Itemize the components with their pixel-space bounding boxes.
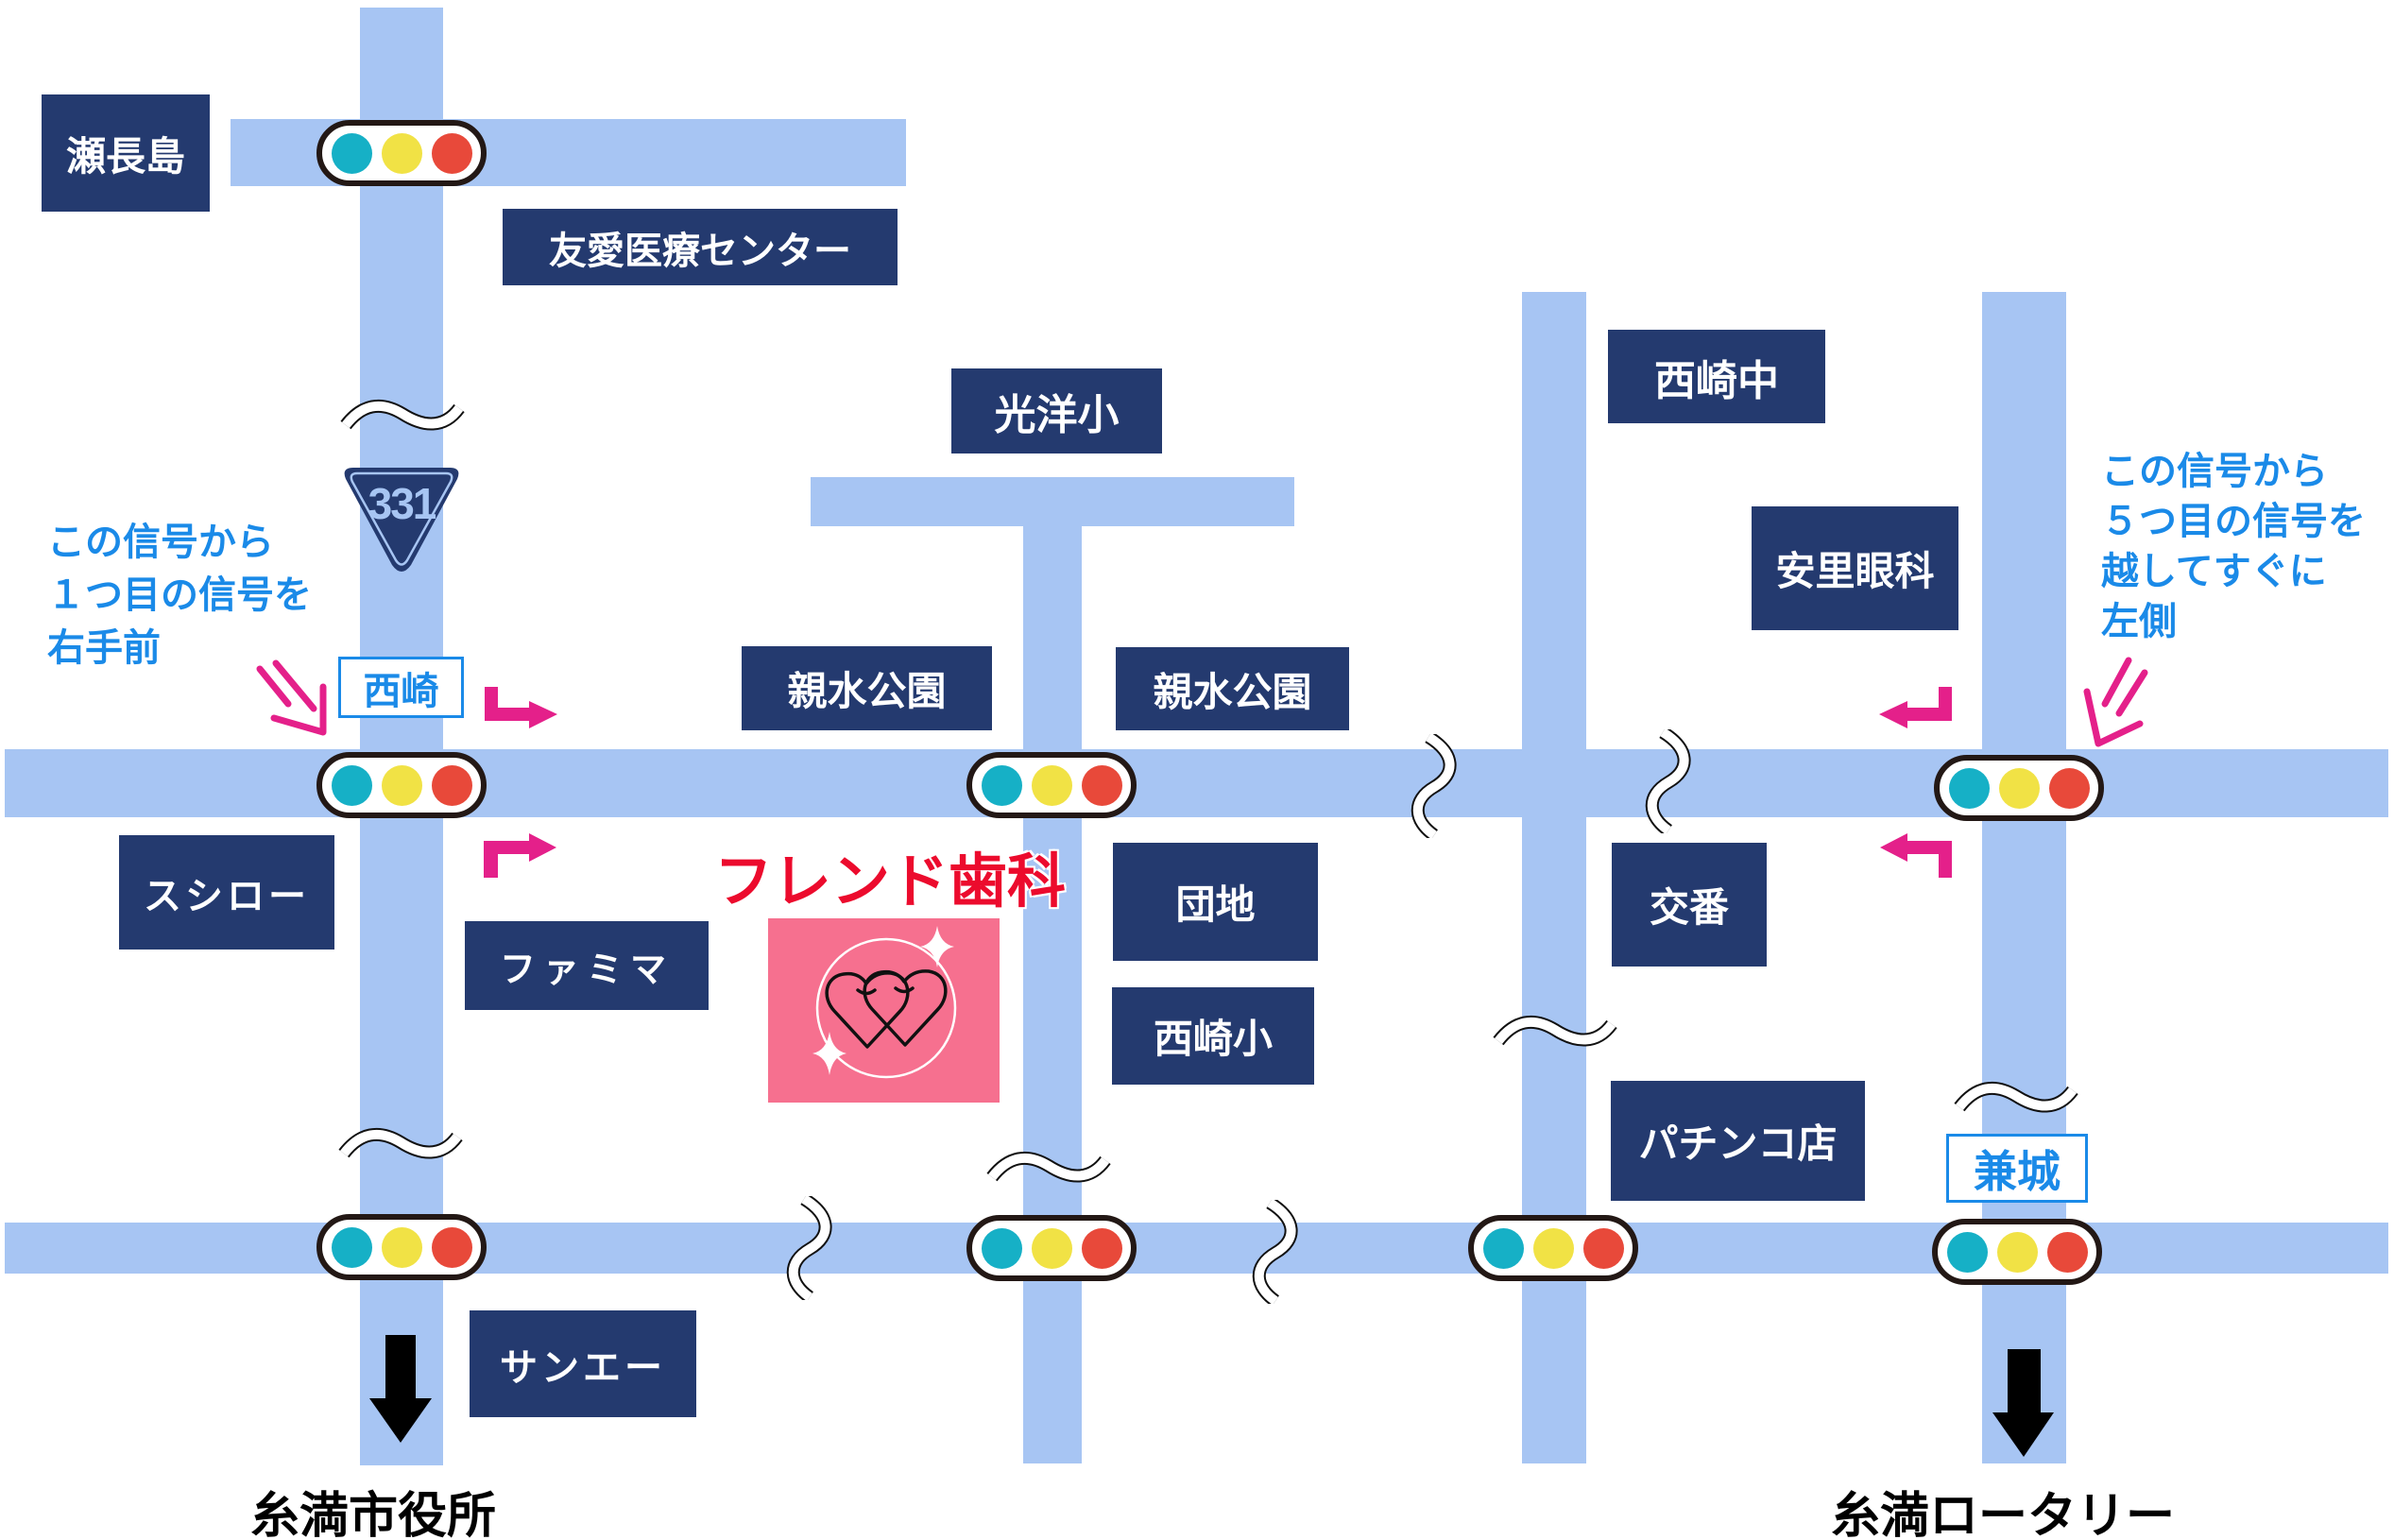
landmark-familymart: ファミマ — [465, 921, 709, 1010]
signal-lamp-yellow — [381, 132, 422, 174]
traffic-light-icon — [1932, 1219, 2102, 1285]
signal-lamp-yellow — [1031, 1227, 1072, 1269]
landmark-yuai-medical-center: 友愛医療センター — [503, 209, 898, 285]
signal-lamp-green — [1948, 767, 1990, 809]
signal-lamp-green — [981, 1227, 1022, 1269]
signal-lamp-yellow — [1998, 767, 2040, 809]
down-arrow-icon — [1992, 1349, 2054, 1457]
sparkle-icon — [920, 926, 954, 967]
road-break-icon — [785, 1196, 834, 1300]
road-kaneshiro — [1982, 292, 2066, 1463]
closed-eye-icon — [856, 988, 877, 996]
road-break-icon — [1644, 729, 1693, 833]
road-nishizaki-jh — [1522, 292, 1586, 1463]
signal-lamp-yellow — [1031, 764, 1072, 806]
landmark-pachinko: パチンコ店 — [1611, 1081, 1865, 1201]
landmark-shinsui-park-east: 親水公園 — [1116, 647, 1349, 730]
road-koyo — [811, 477, 1294, 526]
signal-lamp-red — [431, 132, 472, 174]
hearts-logo-icon — [812, 926, 957, 1079]
annotation-line: １つ目の信号を — [47, 573, 312, 616]
signal-lamp-red — [1081, 764, 1122, 806]
road-break-icon — [336, 1125, 465, 1163]
turn-right-arrow-icon — [485, 687, 557, 728]
landmark-sushiro: スシロー — [119, 835, 334, 950]
double-arrow-icon — [2083, 657, 2148, 747]
signal-lamp-red — [2046, 1231, 2088, 1273]
signal-lamp-yellow — [1532, 1227, 1574, 1269]
closed-eye-icon — [894, 986, 915, 994]
sparkle-icon — [812, 1032, 846, 1075]
landmark-koban: 交番 — [1612, 843, 1767, 967]
annotation-line: この信号から — [2101, 450, 2328, 492]
signal-lamp-green — [331, 132, 372, 174]
landmark-nishizaki-junior-high: 西崎中 — [1608, 330, 1825, 423]
signal-lamp-green — [331, 1226, 372, 1268]
logo-ring — [815, 937, 957, 1079]
destination-city-hall: 糸満市役所 — [249, 1490, 496, 1540]
road-break-icon — [984, 1149, 1113, 1187]
destination-rotary: 糸満ロータリー — [1830, 1490, 2175, 1540]
landmark-san-a: サンエー — [470, 1310, 696, 1417]
signal-lamp-green — [1946, 1231, 1988, 1273]
road-break-icon — [1952, 1079, 2080, 1117]
down-arrow-icon — [369, 1335, 432, 1443]
double-arrow-icon — [256, 659, 327, 736]
annotation-line: 越してすぐに — [2101, 550, 2327, 592]
heart-icon — [825, 971, 910, 1049]
landmark-koyo-elementary: 光洋小 — [951, 368, 1162, 453]
landmark-danchi: 団地 — [1113, 843, 1318, 961]
route-shield-icon: 331 — [344, 468, 459, 572]
signal-lamp-yellow — [381, 1226, 422, 1268]
road-center — [1023, 526, 1082, 1463]
signal-lamp-red — [1582, 1227, 1624, 1269]
traffic-light-icon — [966, 752, 1137, 818]
clinic-name: フレンド歯科 — [714, 850, 1067, 915]
landmark-senagajima: 瀬長島 — [42, 94, 210, 212]
road-break-icon — [1491, 1013, 1619, 1051]
annotation-line: 右手前 — [47, 626, 161, 669]
clinic-location — [768, 918, 1000, 1103]
intersection-label-nishizaki: 西崎 — [338, 657, 464, 718]
annotation-line: 左側 — [2101, 600, 2177, 642]
annotation-east: この信号から ５つ目の信号を 越してすぐに 左側 — [2101, 446, 2366, 646]
signal-lamp-red — [1081, 1227, 1122, 1269]
signal-lamp-yellow — [1996, 1231, 2038, 1273]
traffic-light-icon — [1934, 755, 2104, 821]
landmark-nishizaki-elementary: 西崎小 — [1112, 987, 1314, 1085]
annotation-west: この信号から １つ目の信号を 右手前 — [47, 516, 312, 675]
signal-lamp-green — [1482, 1227, 1524, 1269]
landmark-shinsui-park-west: 親水公園 — [742, 646, 992, 730]
turn-left-arrow-icon — [1879, 687, 1952, 728]
traffic-light-icon — [316, 120, 487, 186]
traffic-light-icon — [966, 1215, 1137, 1281]
turn-right-arrow-icon — [484, 833, 556, 878]
signal-lamp-red — [2048, 767, 2090, 809]
route-number: 331 — [368, 479, 436, 528]
signal-lamp-red — [431, 764, 472, 806]
signal-lamp-green — [331, 764, 372, 806]
traffic-light-icon — [1468, 1215, 1638, 1281]
landmark-asato-eye-clinic: 安里眼科 — [1752, 506, 1958, 630]
signal-lamp-green — [981, 764, 1022, 806]
road-break-icon — [1251, 1200, 1300, 1304]
annotation-line: この信号から — [47, 521, 274, 563]
road-break-icon — [338, 397, 467, 435]
signal-lamp-yellow — [381, 764, 422, 806]
road-break-icon — [1410, 734, 1459, 838]
annotation-line: ５つ目の信号を — [2101, 500, 2366, 542]
turn-left-arrow-icon — [1880, 833, 1952, 878]
signal-lamp-red — [431, 1226, 472, 1268]
traffic-light-icon — [316, 1214, 487, 1280]
traffic-light-icon — [316, 752, 487, 818]
intersection-label-kaneshiro: 兼城 — [1946, 1134, 2088, 1203]
